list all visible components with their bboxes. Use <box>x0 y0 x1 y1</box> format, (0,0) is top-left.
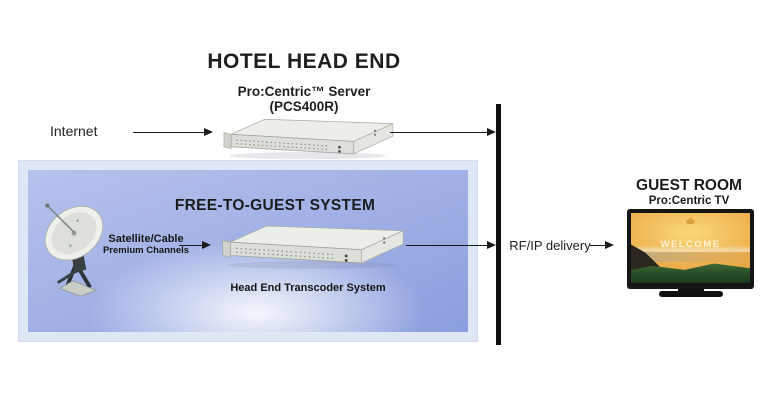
transcoder-image <box>217 219 407 271</box>
guest-room-title: GUEST ROOM <box>636 177 742 194</box>
tv-welcome-text: WELCOME <box>660 238 721 250</box>
tv-screen: WELCOME <box>631 213 750 283</box>
tv-screen-hills <box>631 263 750 283</box>
internet-label: Internet <box>50 123 98 139</box>
arrow-internet-to-server-icon <box>133 128 213 137</box>
distribution-barrier-bar <box>496 104 501 345</box>
tv-stand-neck <box>678 289 704 292</box>
free-to-guest-box <box>18 160 478 342</box>
hotel-crest-icon <box>685 217 696 225</box>
tv-screen-sea <box>631 252 750 262</box>
satellite-label: Satellite/Cable Premium Channels <box>98 233 194 256</box>
tv-stand-base <box>659 291 723 297</box>
tv-image: WELCOME <box>627 209 754 289</box>
procentric-server-name: Pro:Centric™ Server <box>237 84 371 99</box>
arrow-delivery-to-tv-icon <box>590 241 614 250</box>
procentric-server-model: (PCS400R) <box>269 99 339 114</box>
guest-room-subtitle: Pro:Centric TV <box>648 195 730 207</box>
arrow-transcoder-to-barrier-icon <box>406 241 496 250</box>
hotel-head-end-title: HOTEL HEAD END <box>207 50 401 73</box>
arrow-server-to-barrier-icon <box>390 128 496 137</box>
rf-ip-delivery-label: RF/IP delivery <box>509 238 591 253</box>
tv-screen-haze <box>631 245 750 257</box>
satellite-label-line2: Premium Channels <box>102 245 190 256</box>
arrow-satellite-to-transcoder-icon <box>179 241 211 250</box>
satellite-label-line1: Satellite/Cable <box>108 233 184 245</box>
transcoder-caption: Head End Transcoder System <box>230 282 386 294</box>
free-to-guest-title: FREE-TO-GUEST SYSTEM <box>174 197 376 214</box>
procentric-server-image <box>210 113 405 161</box>
